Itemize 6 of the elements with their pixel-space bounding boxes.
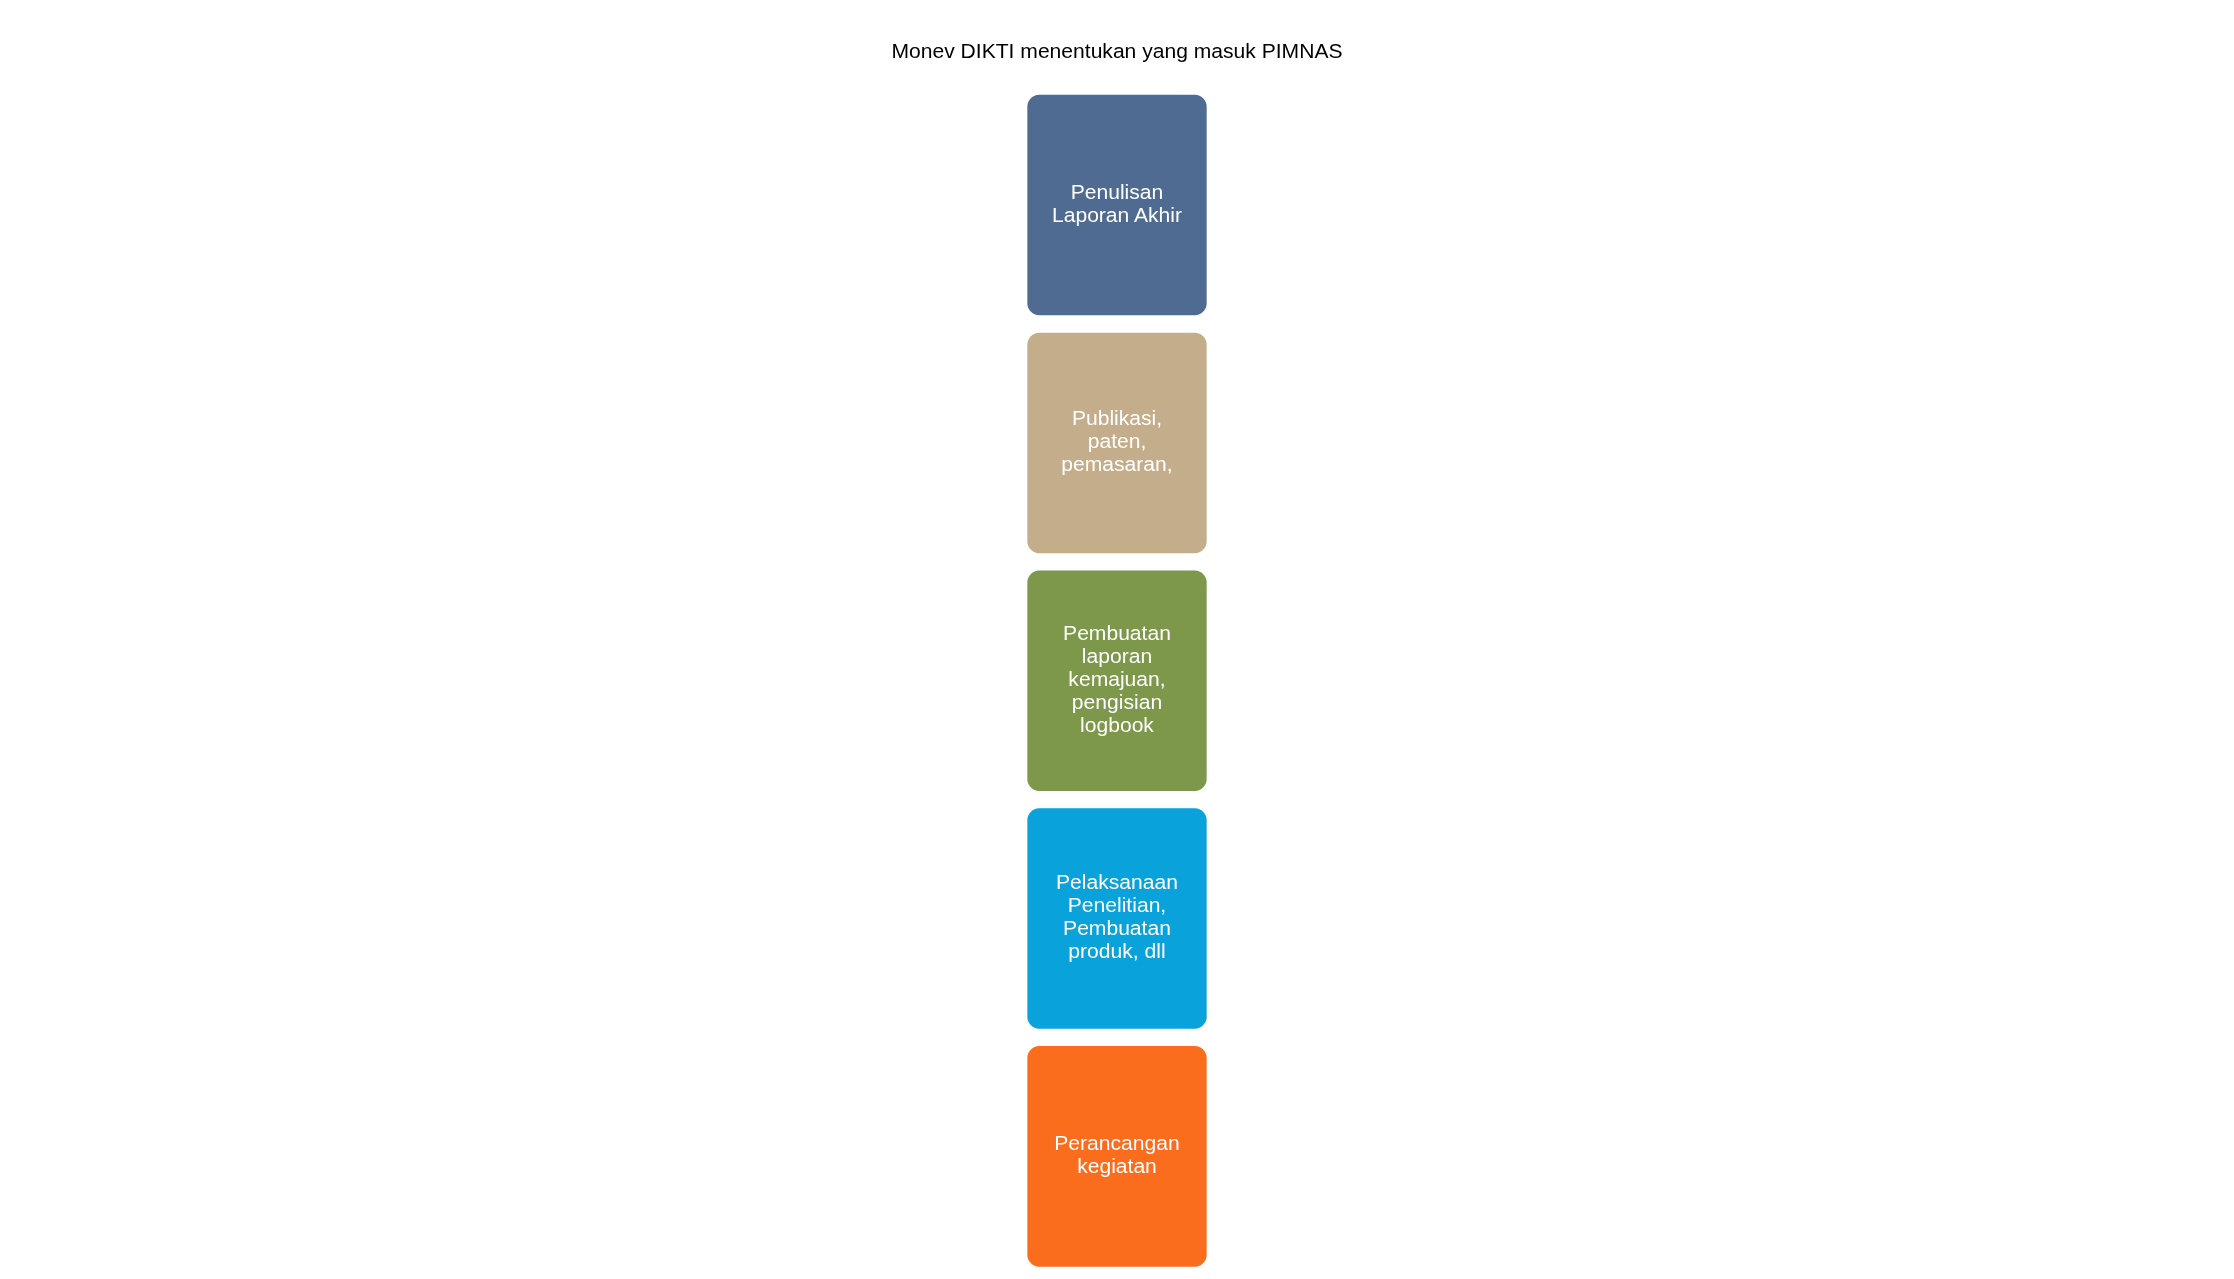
node-box: Penulisan Laporan Akhir	[1027, 94, 1207, 316]
node-box: Perancangan kegiatan	[1027, 1046, 1207, 1267]
node-box: Publikasi, paten, pemasaran,	[1027, 332, 1207, 554]
label: Monev DIKTI menentukan yang masuk PIMNAS	[891, 38, 1343, 62]
node-box: Pembuatan laporan kemajuan, pengisian logbook	[1027, 570, 1207, 791]
node-box: Pelaksanaan Penelitian, Pembuatan produk, dll	[1027, 808, 1207, 1029]
